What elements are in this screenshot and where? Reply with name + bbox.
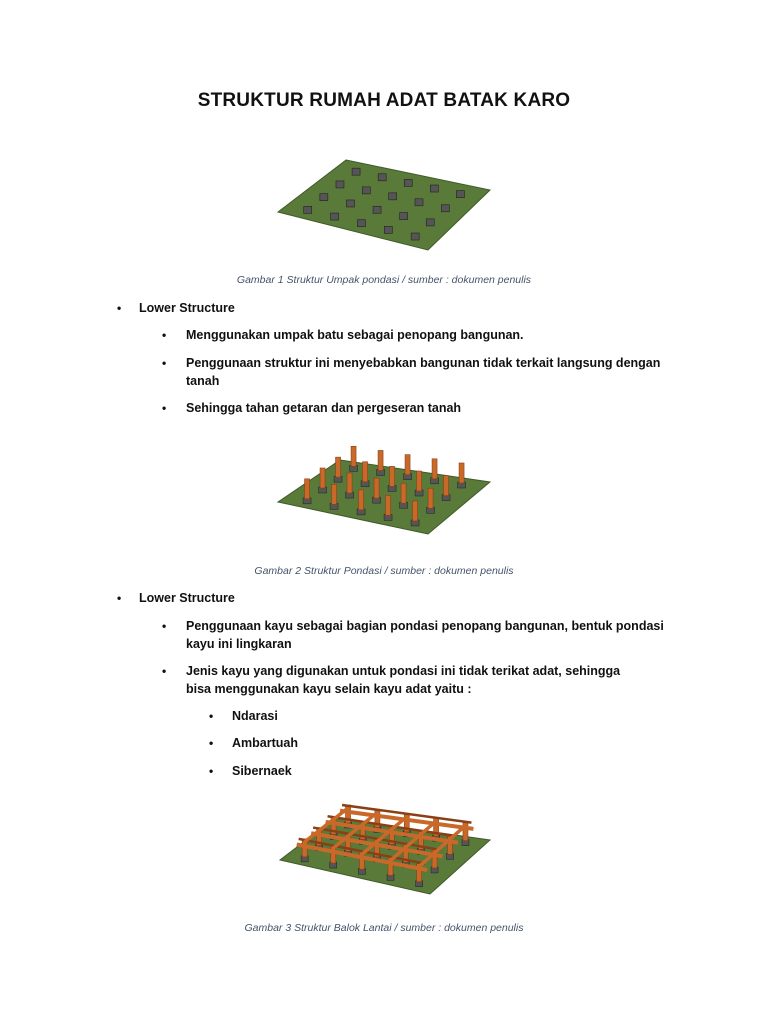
umpak-stone	[357, 219, 366, 228]
bullet: •	[162, 619, 167, 633]
wooden-post	[331, 484, 337, 505]
umpak-stone	[414, 198, 424, 207]
floor-beam	[325, 819, 459, 845]
figure-struktur-pondasi	[276, 445, 492, 535]
floor-joist	[303, 806, 350, 844]
wooden-post	[385, 495, 391, 516]
umpak-stone	[384, 226, 393, 234]
floor-joist	[417, 824, 467, 868]
bullet: •	[117, 301, 122, 315]
umpak-stone	[346, 199, 355, 208]
wooden-post	[427, 487, 434, 509]
wooden-post	[362, 461, 368, 483]
umpak-stone	[410, 232, 420, 241]
wood-type-2: Ambartuah	[232, 736, 298, 750]
floor-joist	[360, 815, 408, 856]
wood-type-3: Sibernaek	[232, 764, 292, 778]
floor-beam	[312, 826, 441, 852]
floor-beam	[339, 808, 474, 831]
bullet: •	[209, 736, 214, 750]
floor-joist	[389, 819, 438, 862]
floor-beam	[296, 842, 428, 872]
wooden-post	[319, 467, 326, 489]
bullet: •	[209, 709, 214, 723]
wooden-post	[358, 489, 364, 511]
figure-3-caption: Gambar 3 Struktur Balok Lantai / sumber …	[244, 922, 524, 934]
umpak-stone	[303, 206, 313, 214]
umpak-stone	[456, 190, 465, 198]
umpak-stone	[430, 184, 439, 193]
wooden-post	[458, 462, 465, 484]
section-2-heading: Lower Structure	[139, 591, 235, 605]
umpak-stone	[335, 180, 345, 189]
figure-1-caption: Gambar 1 Struktur Umpak pondasi / sumber…	[236, 274, 532, 286]
umpak-stone	[377, 173, 387, 182]
section-1-heading: Lower Structure	[139, 301, 235, 315]
bullet: •	[162, 328, 167, 342]
bullet: •	[209, 764, 214, 778]
umpak-stone	[372, 205, 382, 214]
section-1-item-1: Menggunakan umpak batu sebagai penopang …	[186, 328, 524, 342]
wood-type-1: Ndarasi	[232, 709, 278, 723]
wooden-post	[416, 470, 422, 492]
wooden-post	[443, 475, 449, 496]
section-2-item-1: Penggunaan kayu sebagai bagian pondasi p…	[186, 619, 664, 651]
umpak-stone	[388, 192, 397, 201]
floor-beam	[341, 803, 472, 824]
umpak-stone	[330, 212, 339, 221]
wooden-post	[335, 456, 341, 478]
wooden-post	[346, 472, 353, 494]
wooden-post	[389, 466, 395, 487]
umpak-stone	[403, 179, 413, 187]
floor-beam	[298, 837, 426, 865]
figure-2-caption: Gambar 2 Struktur Pondasi / sumber : dok…	[254, 565, 514, 577]
wooden-post	[350, 445, 357, 467]
floor-beam	[327, 815, 457, 838]
wooden-post	[377, 450, 384, 471]
figure-umpak-pondasi	[276, 159, 492, 251]
umpak-stone	[425, 218, 435, 227]
umpak-stone	[399, 212, 408, 220]
section-1-item-2: Penggunaan struktur ini menyebabkan bang…	[186, 356, 661, 388]
bullet: •	[162, 356, 167, 370]
bullet: •	[162, 401, 167, 415]
floor-joist	[332, 811, 379, 850]
wooden-post	[373, 477, 380, 499]
figure-struktur-balok-lantai	[278, 803, 492, 895]
wooden-post	[304, 478, 310, 500]
page-title: STRUKTUR RUMAH ADAT BATAK KARO	[197, 90, 571, 111]
wooden-post	[400, 482, 407, 504]
umpak-stone	[441, 204, 450, 213]
umpak-stone	[362, 186, 371, 195]
wooden-post	[412, 500, 418, 522]
wooden-post	[431, 458, 438, 480]
umpak-stone	[351, 167, 361, 176]
wooden-post	[404, 454, 411, 475]
floor-beam	[310, 831, 443, 859]
section-1-item-3: Sehingga tahan getaran dan pergeseran ta…	[186, 401, 462, 415]
section-2-item-2: Jenis kayu yang digunakan untuk pondasi …	[186, 664, 621, 696]
bullet: •	[117, 591, 122, 605]
ground-plane	[276, 159, 492, 251]
umpak-stone	[319, 193, 329, 201]
bullet: •	[162, 664, 167, 678]
